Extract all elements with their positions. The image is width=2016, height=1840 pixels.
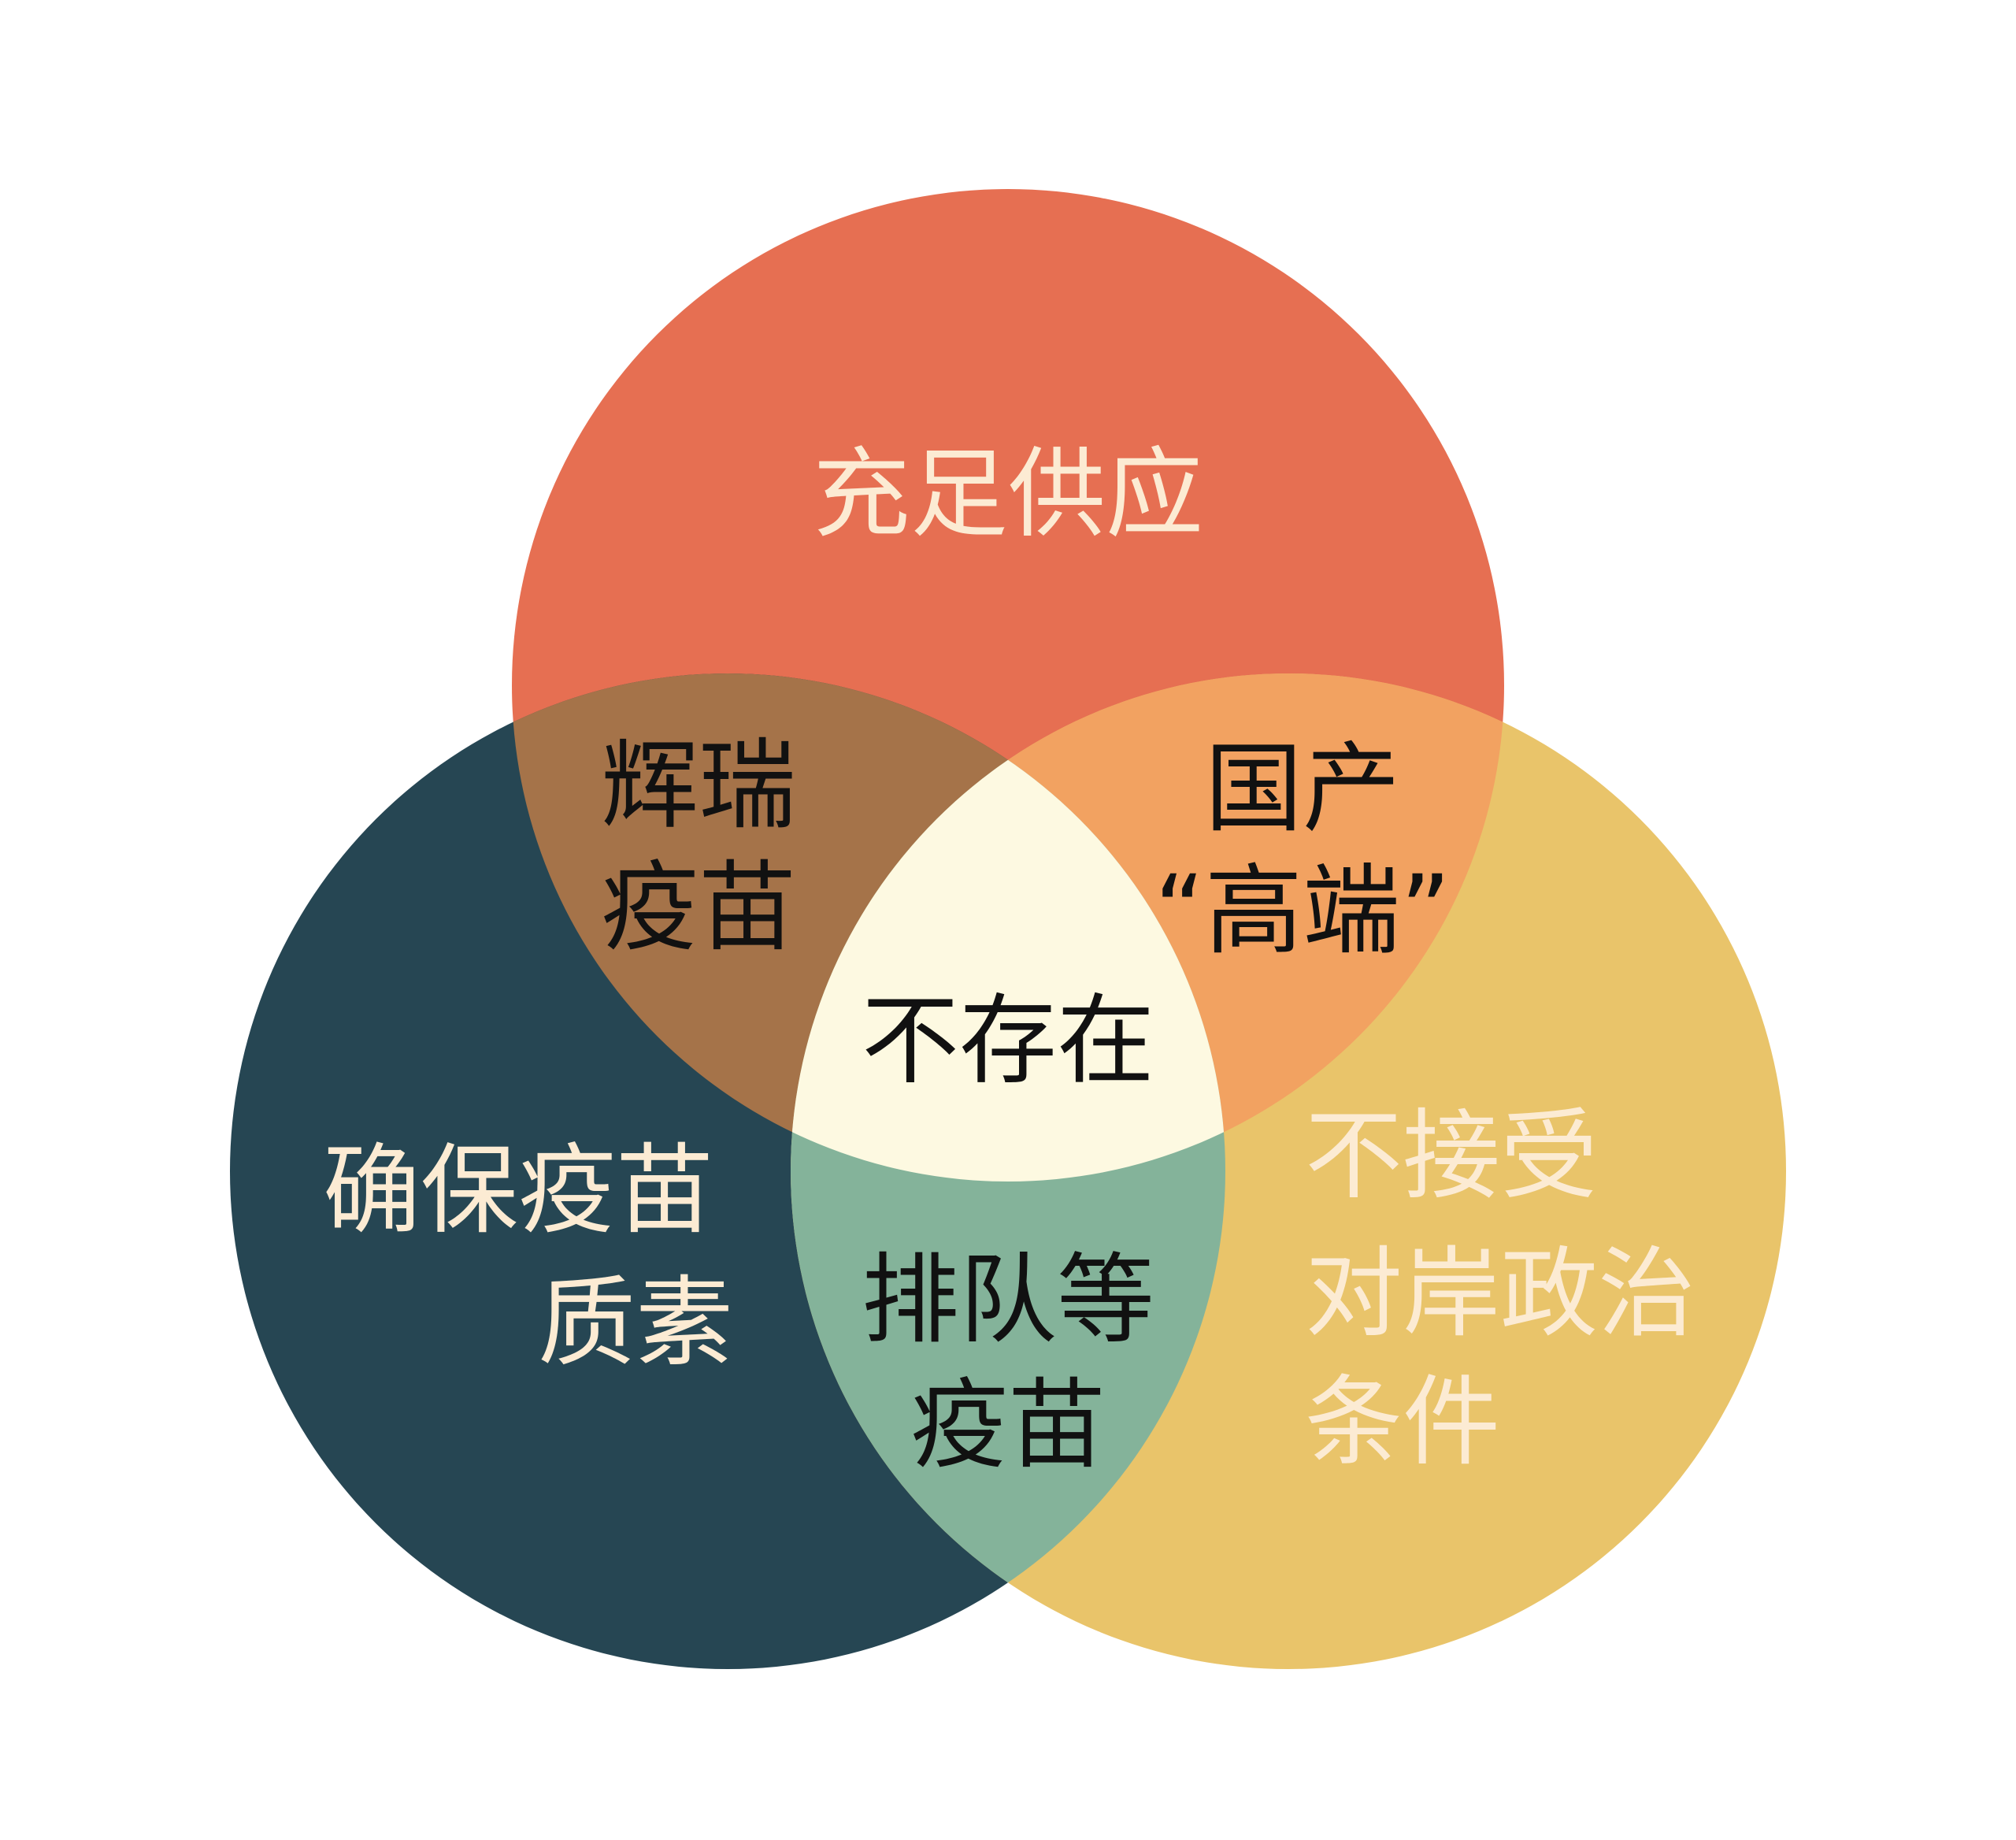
region-center: [791, 673, 1225, 1182]
label-left-1: 确保疫苗: [323, 1134, 713, 1248]
label-left-right-1: 排队等: [862, 1244, 1154, 1357]
label-top-left-1: 辉瑞: [601, 729, 796, 843]
label-left-2: 质素: [538, 1267, 733, 1380]
label-top-right-2: “高端”: [1154, 855, 1451, 968]
label-center: 不存在: [862, 985, 1154, 1098]
label-left-right-2: 疫苗: [910, 1369, 1106, 1482]
label-top: 充足供应: [813, 438, 1203, 551]
label-right-1: 不接受: [1305, 1100, 1598, 1213]
label-top-right-1: 国产: [1205, 733, 1400, 846]
label-top-left-2: 疫苗: [601, 851, 796, 965]
label-right-2: 对岸政治: [1305, 1237, 1695, 1351]
label-right-3: 条件: [1305, 1366, 1500, 1479]
